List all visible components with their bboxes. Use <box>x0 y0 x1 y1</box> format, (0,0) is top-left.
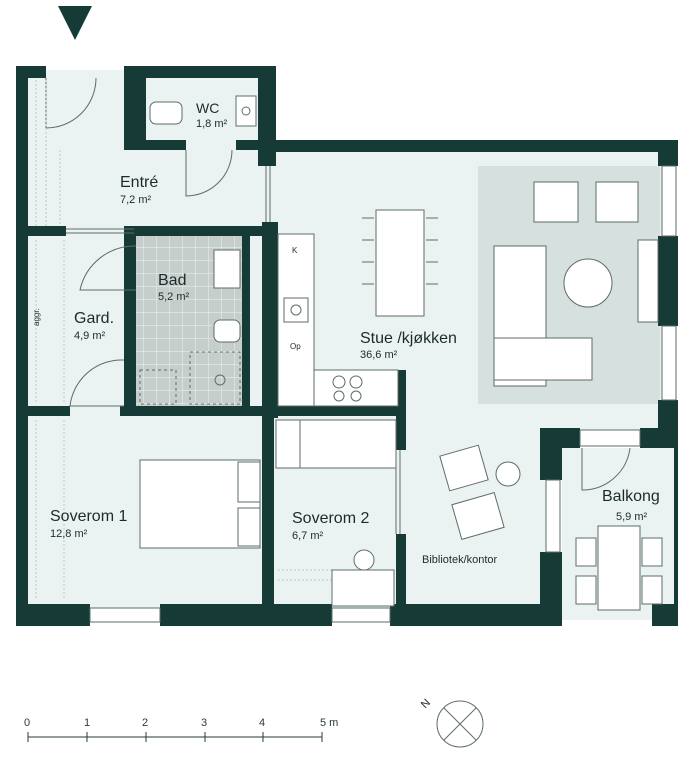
bedroom1-furniture <box>139 459 261 549</box>
scale-tick-3: 3 <box>201 717 208 729</box>
dining-set <box>362 209 438 317</box>
balcony-furniture <box>575 525 663 611</box>
entrance-arrow-icon <box>58 6 92 40</box>
room-area-soverom1: 12,8 m² <box>50 528 88 540</box>
kitchen-symbol-op: Op <box>290 342 301 351</box>
scale-tick-4: 4 <box>259 717 266 729</box>
room-name-balkong: Balkong <box>602 488 660 505</box>
room-name-bad: Bad <box>158 272 187 289</box>
scale-bar <box>27 732 323 742</box>
room-area-gard: 4,9 m² <box>74 330 106 342</box>
compass-icon <box>436 700 484 748</box>
kitchen-counter <box>277 233 399 407</box>
kitchen-symbol-k: K <box>292 246 298 255</box>
wardrobe-hatch <box>35 80 336 600</box>
room-area-bad: 5,2 m² <box>158 291 190 303</box>
room-area-soverom2: 6,7 m² <box>292 530 324 542</box>
wc-fixtures <box>149 95 257 127</box>
bedroom2-furniture <box>275 419 397 607</box>
room-name-gard: Gard. <box>74 310 115 327</box>
room-name-wc: WC <box>196 100 220 116</box>
room-name-soverom2: Soverom 2 <box>292 510 370 527</box>
scale-tick-2: 2 <box>142 717 149 729</box>
aggr-label: aggr. <box>32 308 41 326</box>
room-name-stue: Stue /kjøkken <box>360 330 457 347</box>
room-area-entre: 7,2 m² <box>120 194 152 206</box>
library-furniture <box>439 444 521 540</box>
walls <box>16 66 678 626</box>
room-area-balkong: 5,9 m² <box>616 511 648 523</box>
scale-tick-0: 0 <box>24 717 31 729</box>
living-furniture <box>493 181 659 387</box>
bathroom-fixtures <box>139 249 241 405</box>
doors <box>45 77 631 534</box>
scale-tick-1: 1 <box>84 717 91 729</box>
room-name-bibliotek: Bibliotek/kontor <box>422 554 498 566</box>
scale-tick-5: 5 m <box>320 717 339 729</box>
room-area-stue: 36,6 m² <box>360 349 398 361</box>
room-name-soverom1: Soverom 1 <box>50 508 128 525</box>
room-name-entre: Entré <box>120 174 159 191</box>
room-area-wc: 1,8 m² <box>196 118 228 130</box>
